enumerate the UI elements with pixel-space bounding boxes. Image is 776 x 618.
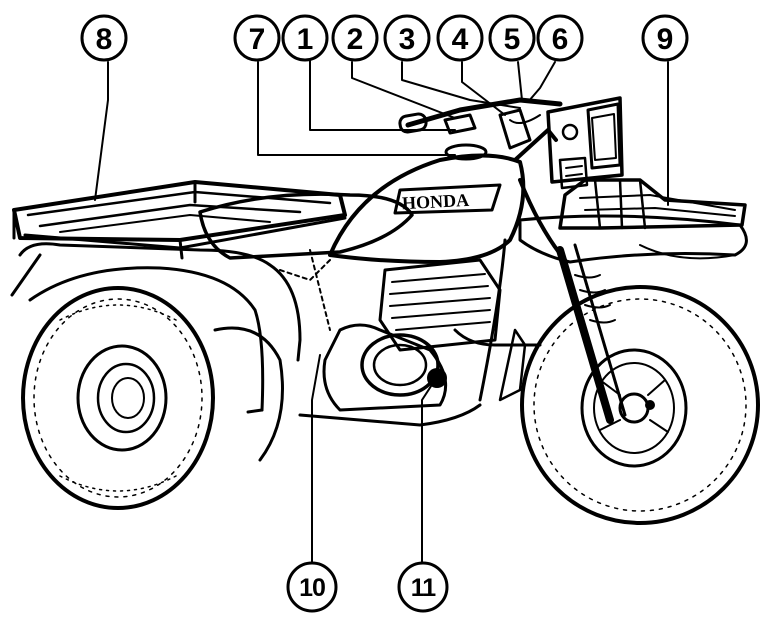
- callout-6-label: 6: [552, 23, 569, 56]
- leader-4: [461, 61, 506, 116]
- leader-1: [309, 59, 456, 131]
- callout-7: 7: [233, 14, 281, 62]
- rear-wheel: [21, 286, 215, 510]
- callout-10: 10: [286, 561, 338, 613]
- leader-lines: [94, 59, 669, 563]
- callout-5-label: 5: [504, 23, 521, 56]
- handlebar: [398, 97, 563, 150]
- fuel-tank: HONDA: [328, 143, 526, 264]
- leader-10: [311, 354, 321, 563]
- callout-4-label: 4: [452, 23, 469, 56]
- front-carrier-rack: [558, 178, 747, 230]
- leader-3: [401, 61, 521, 109]
- callout-7-label: 7: [249, 23, 266, 56]
- callout-8: 8: [80, 14, 128, 62]
- callout-2-label: 2: [347, 23, 364, 56]
- callout-11: 11: [397, 561, 449, 613]
- callout-1-label: 1: [297, 23, 314, 56]
- front-fender: [518, 214, 748, 264]
- callout-11-label: 11: [411, 574, 437, 602]
- leader-7: [257, 61, 456, 156]
- rear-wheel-far: [213, 326, 284, 462]
- leader-8: [94, 61, 109, 201]
- tank-brand-text: HONDA: [402, 190, 470, 213]
- callout-2: 2: [331, 14, 379, 62]
- leader-5: [517, 61, 523, 101]
- callout-9: 9: [641, 14, 689, 62]
- callout-9-label: 9: [657, 23, 674, 56]
- leader-11: [421, 379, 436, 563]
- callout-5: 5: [488, 14, 536, 62]
- callout-4: 4: [436, 14, 484, 62]
- callout-3-label: 3: [399, 23, 416, 56]
- engine: [279, 249, 542, 427]
- callout-6: 6: [536, 14, 584, 62]
- headlight-and-instruments: [546, 96, 624, 190]
- leader-6: [527, 61, 556, 103]
- rear-carrier-rack: [12, 180, 347, 260]
- leader-2: [351, 61, 456, 119]
- callout-1: 1: [281, 14, 329, 62]
- front-wheel: [520, 285, 760, 525]
- callout-8-label: 8: [96, 23, 113, 56]
- rear-fender: [10, 242, 302, 414]
- callout-10-label: 10: [299, 574, 325, 602]
- callout-3: 3: [383, 14, 431, 62]
